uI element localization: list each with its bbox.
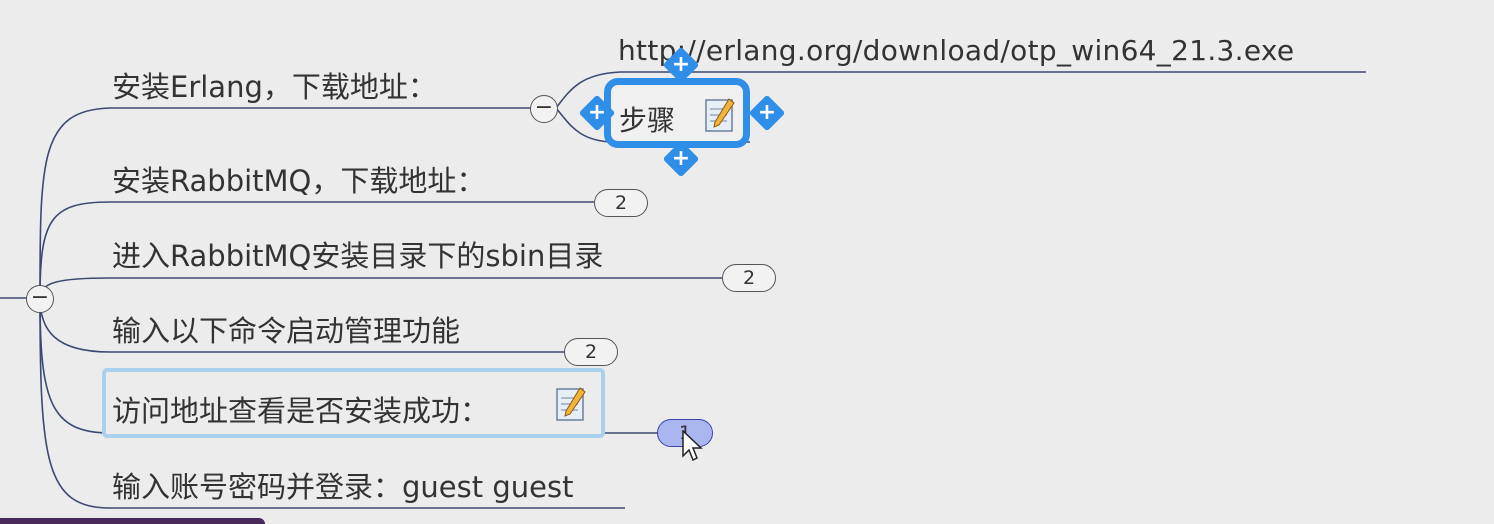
plus-icon: + [671, 146, 691, 171]
plus-icon: + [671, 52, 691, 77]
topic-label: 输入账号密码并登录：guest guest [112, 470, 574, 504]
collapse-icon[interactable]: − [26, 285, 54, 313]
topic-enter-sbin[interactable]: 进入RabbitMQ安装目录下的sbin目录 [112, 239, 603, 273]
expand-count-badge[interactable]: 2 [722, 264, 776, 292]
topic-label: 安装RabbitMQ，下载地址： [112, 164, 486, 198]
topic-label: 安装Erlang，下载地址： [112, 70, 437, 104]
topic-install-erlang[interactable]: 安装Erlang，下载地址： [112, 70, 437, 104]
bottom-strip [0, 518, 265, 524]
topic-label: 访问地址查看是否安装成功： [112, 394, 490, 428]
plus-icon: + [587, 100, 607, 125]
selected-node-steps[interactable]: 步骤 [604, 78, 750, 148]
hover-frame [102, 368, 605, 438]
note-icon[interactable] [556, 386, 586, 422]
topic-label: 进入RabbitMQ安装目录下的sbin目录 [112, 239, 604, 273]
collapse-icon[interactable]: − [530, 95, 558, 123]
cursor-icon [682, 430, 703, 462]
note-icon[interactable] [705, 97, 735, 133]
topic-visit-address[interactable]: 访问地址查看是否安装成功： [112, 394, 489, 428]
topic-label: 输入以下命令启动管理功能 [112, 314, 461, 348]
plus-icon: + [757, 100, 777, 125]
expand-count-badge[interactable]: 2 [564, 338, 618, 366]
topic-enable-plugin[interactable]: 输入以下命令启动管理功能 [112, 314, 460, 348]
topic-login[interactable]: 输入账号密码并登录：guest guest [112, 470, 573, 504]
selected-node-label: 步骤 [619, 104, 676, 137]
url-text: http://erlang.org/download/otp_win64_21.… [618, 34, 1295, 67]
url-node[interactable]: http://erlang.org/download/otp_win64_21.… [618, 34, 1294, 67]
expand-count-badge[interactable]: 2 [594, 189, 648, 217]
topic-install-rabbitmq[interactable]: 安装RabbitMQ，下载地址： [112, 164, 485, 198]
